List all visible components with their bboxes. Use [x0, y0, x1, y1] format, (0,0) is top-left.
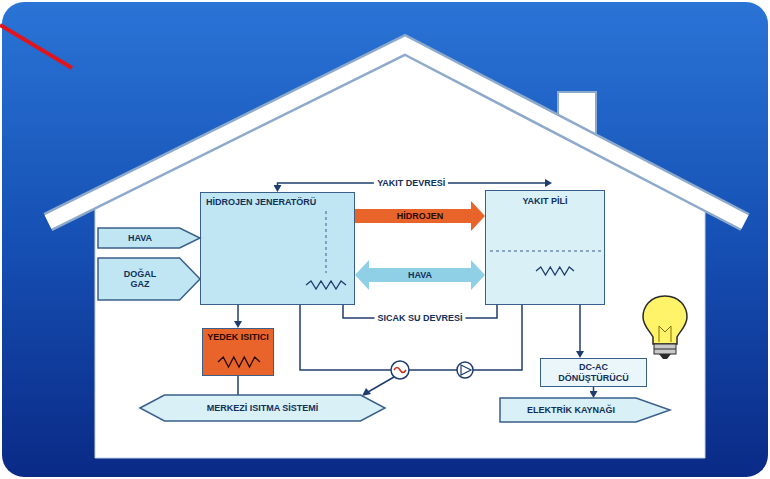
gas-input-arrow: DOĞAL GAZ [98, 258, 200, 300]
node-label: YAKIT PİLİ [522, 196, 567, 206]
sine-symbol [394, 368, 406, 373]
node-label: DOĞAL GAZ [114, 269, 166, 290]
heat-exchanger-symbol [391, 361, 409, 379]
connector [355, 209, 471, 223]
roof [48, 45, 745, 222]
heat-pipe [368, 377, 394, 392]
node-label: DC-AC DÖNÜŞTÜRÜCÜ [546, 362, 642, 383]
pump-triangle [461, 365, 471, 375]
connector [579, 305, 581, 351]
connector-label: YAKIT DEVRESİ [374, 178, 448, 189]
node-label: MERKEZİ ISITMA SİSTEMİ [207, 403, 319, 413]
connector [237, 305, 239, 321]
node-label: YEDEK ISITICI [207, 332, 269, 342]
pointer-line [0, 25, 72, 68]
heater-box: YEDEK ISITICI [202, 328, 274, 376]
connector-label: HAVA [405, 270, 435, 281]
fuel-cell-box: YAKIT PİLİ [485, 190, 605, 305]
connector-label: SICAK SU DEVRESİ [374, 313, 465, 324]
node-label: HAVA [128, 233, 152, 243]
house-wall [95, 52, 705, 458]
pipe-arrowhead [362, 388, 371, 396]
roof-edge [48, 45, 745, 222]
water-pipe [409, 369, 457, 371]
inverter-box: DC-AC DÖNÜŞTÜRÜCÜ [540, 358, 647, 387]
generator-box: HİDROJEN JENERATÖRÜ [200, 192, 355, 305]
connector [369, 268, 471, 282]
symbol [486, 191, 604, 304]
symbol [201, 193, 354, 304]
pump-symbol [457, 362, 473, 378]
connector-label: HİDROJEN [394, 211, 447, 222]
node-label: ELEKTRİK KAYNAĞI [527, 405, 615, 415]
light-bulb [643, 296, 687, 359]
connector [593, 387, 595, 391]
heating-band: MERKEZİ ISITMA SİSTEMİ [140, 395, 385, 421]
connector [237, 376, 239, 395]
air-input-arrow: HAVA [98, 228, 200, 248]
power-band: ELEKTRİK KAYNAĞI [500, 398, 670, 422]
node-label: HİDROJEN JENERATÖRÜ [206, 197, 316, 207]
